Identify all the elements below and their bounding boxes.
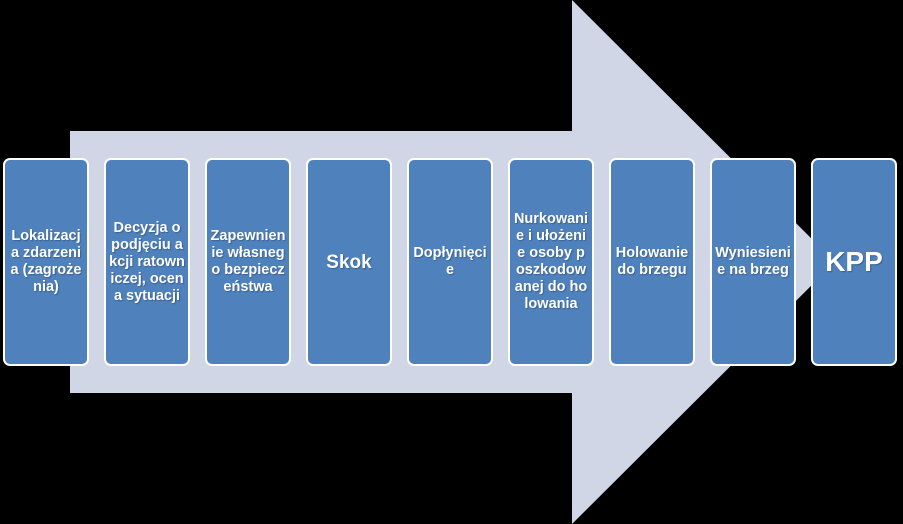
step-holowanie: Holowanie do brzegu — [609, 158, 695, 366]
step-label: Decyzja o podjęciu akcji ratowniczej, oc… — [109, 219, 185, 304]
step-label: Zapewnienie własnego bezpieczeństwa — [210, 228, 286, 295]
step-nurkowanie: Nurkowanie i ułożenie osoby poszkodowane… — [508, 158, 594, 366]
step-kpp: KPP — [811, 158, 897, 366]
step-decyzja: Decyzja o podjęciu akcji ratowniczej, oc… — [104, 158, 190, 366]
step-label: Wyniesienie na brzeg — [715, 245, 791, 278]
step-label: Dopłynięcie — [413, 245, 487, 278]
step-label: KPP — [825, 246, 883, 277]
step-label: Skok — [326, 251, 372, 273]
step-label: Holowanie do brzegu — [615, 245, 689, 278]
step-label: Nurkowanie i ułożenie osoby poszkodowane… — [513, 211, 589, 312]
step-zapewnienie-bezpieczenstwa: Zapewnienie własnego bezpieczeństwa — [205, 158, 291, 366]
step-label: Lokalizacja zdarzenia (zagrożenia) — [10, 228, 82, 295]
step-skok: Skok — [306, 158, 392, 366]
step-lokalizacja: Lokalizacja zdarzenia (zagrożenia) — [3, 158, 89, 366]
step-wyniesienie: Wyniesienie na brzeg — [710, 158, 796, 366]
step-doplyniecie: Dopłynięcie — [407, 158, 493, 366]
